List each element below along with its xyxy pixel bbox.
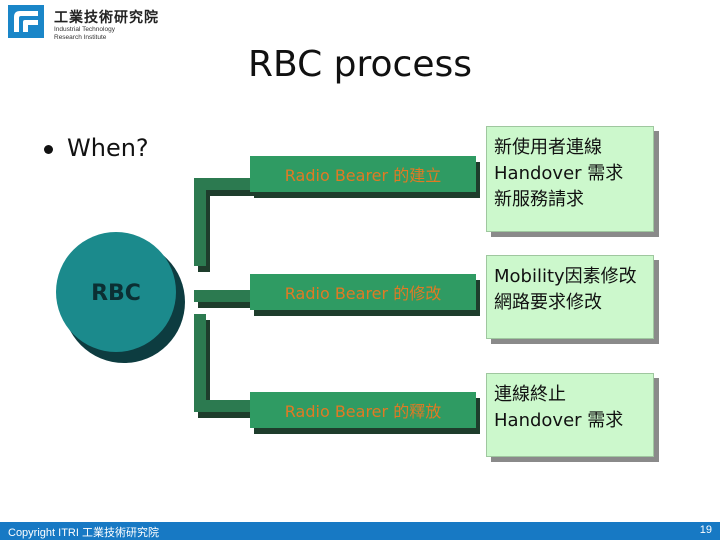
page-number: 19: [699, 524, 712, 536]
note-box: 連線終止 Handover 需求: [486, 373, 654, 457]
rbc-circle: [56, 232, 176, 352]
note-line: 新服務請求: [494, 189, 584, 210]
note-line: 新使用者連線: [494, 137, 602, 158]
connector-svg: RBC: [56, 178, 258, 418]
note-box: 新使用者連線 Handover 需求 新服務請求: [486, 126, 654, 232]
stage-modify: Radio Bearer 的修改: [250, 274, 480, 316]
stage-label: Radio Bearer 的釋放: [284, 402, 442, 421]
logo-chinese-name: 工業技術研究院: [54, 10, 159, 26]
slide-title: RBC process: [248, 44, 472, 85]
footer-copyright: Copyright ITRI 工業技術研究院: [8, 527, 159, 539]
note-box: Mobility因素修改 網路要求修改: [486, 255, 654, 339]
itri-logo-mark: [8, 5, 44, 38]
note-line: Handover 需求: [494, 163, 624, 184]
bullet-dot: [44, 144, 53, 154]
stage-setup: Radio Bearer 的建立: [250, 156, 480, 198]
note-line: Handover 需求: [494, 410, 624, 431]
stage-label: Radio Bearer 的建立: [284, 166, 442, 185]
note-line: 連線終止: [494, 384, 566, 405]
stage-box: Radio Bearer 的修改: [250, 274, 476, 310]
note-line: Mobility因素修改: [494, 266, 637, 287]
logo-english-line1: Industrial Technology: [54, 26, 115, 33]
connector-top-shadow: [198, 184, 258, 272]
stage-release: Radio Bearer 的釋放: [250, 392, 480, 434]
bullet-text: When?: [67, 134, 149, 162]
rbc-process-diagram: RBC Radio Bearer 的建立 新使用者連線 Handover 需求 …: [56, 126, 659, 462]
logo-english-line2: Research Institute: [54, 34, 107, 41]
stage-label: Radio Bearer 的修改: [284, 284, 442, 303]
connector-middle: [194, 290, 254, 302]
footer-bar: [0, 522, 720, 540]
rbc-label: RBC: [91, 281, 141, 306]
note-line: 網路要求修改: [494, 292, 602, 313]
connector-bottom: [194, 314, 254, 412]
stage-box: Radio Bearer 的釋放: [250, 392, 476, 428]
stage-box: Radio Bearer 的建立: [250, 156, 476, 192]
itri-logo: 工業技術研究院 Industrial Technology Research I…: [8, 5, 168, 41]
connector-top: [194, 178, 254, 266]
bullet-item: When?: [44, 134, 149, 162]
